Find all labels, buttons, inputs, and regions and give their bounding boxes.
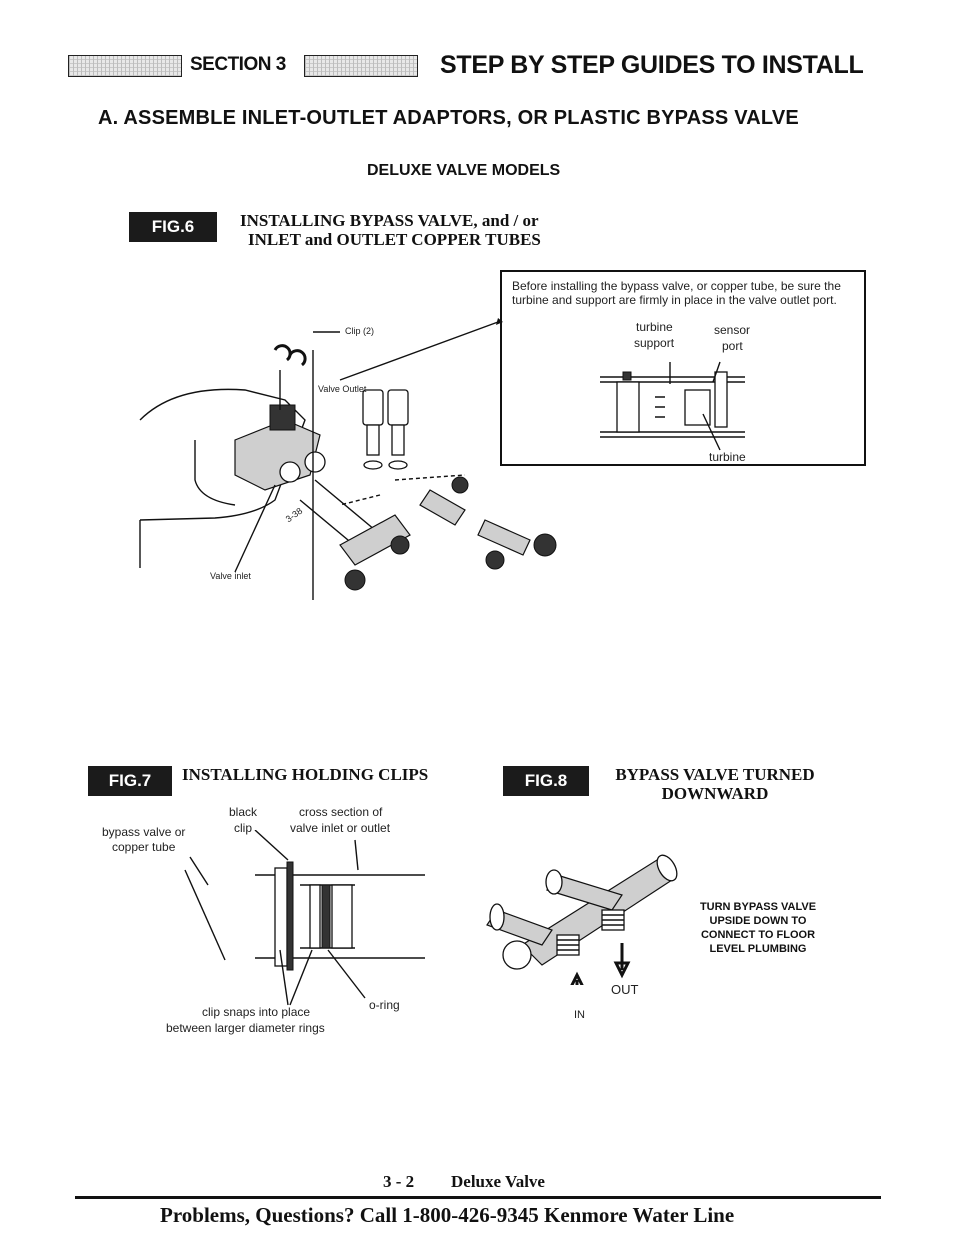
out-label: OUT xyxy=(611,982,639,997)
fig8-caption-line1: BYPASS VALVE TURNED xyxy=(615,765,815,784)
bypass-label-1: bypass valve or xyxy=(102,825,186,839)
fig8-note-line2: UPSIDE DOWN TO xyxy=(709,915,807,927)
turbine-support-label-2: support xyxy=(634,336,675,350)
help-line: Problems, Questions? Call 1-800-426-9345… xyxy=(160,1203,735,1227)
sensor-port-label-1: sensor xyxy=(714,323,751,337)
turbine-cross-section xyxy=(600,361,745,451)
clip-snaps-label-1: clip snaps into place xyxy=(202,1005,311,1019)
fig6-caption-line2: INLET and OUTLET COPPER TUBES xyxy=(248,230,541,249)
valve-outlet-label: Valve Outlet xyxy=(318,384,367,394)
page-reference: 3 - 2 xyxy=(383,1172,415,1191)
bypass-valve-illustration xyxy=(486,854,678,985)
fig7-caption: INSTALLING HOLDING CLIPS xyxy=(182,765,429,784)
bypass-label-2: copper tube xyxy=(112,840,176,854)
fig6-tag: FIG.6 xyxy=(129,212,217,242)
turbine-note-box xyxy=(500,270,866,466)
fig8-note-line1: TURN BYPASS VALVE xyxy=(699,901,817,913)
sensor-port-label-2: port xyxy=(722,339,743,353)
fig8-tag: FIG.8 xyxy=(503,766,589,796)
clip-label: Clip (2) xyxy=(345,326,375,336)
fig8-caption-line2: DOWNWARD xyxy=(661,784,769,803)
turbine-note-text: Before installing the bypass valve, or c… xyxy=(512,279,841,307)
in-label: IN xyxy=(574,1009,585,1021)
fig6-valve-illustration xyxy=(139,318,557,600)
fig8-note: TURN BYPASS VALVE UPSIDE DOWN TO CONNECT… xyxy=(684,900,832,956)
valve-inlet-label: Valve inlet xyxy=(210,571,251,581)
fig8-note-line4: LEVEL PLUMBING xyxy=(709,943,807,955)
black-clip-label-2: clip xyxy=(234,821,253,835)
fig6-caption-line1: INSTALLING BYPASS VALVE, and / or xyxy=(240,211,539,230)
cross-section-label-1: cross section of xyxy=(299,805,383,819)
footer-rule xyxy=(75,1196,881,1199)
turbine-label: turbine xyxy=(709,450,746,464)
section-label: SECTION 3 xyxy=(190,54,286,75)
section-subtitle: A. ASSEMBLE INLET-OUTLET ADAPTORS, OR PL… xyxy=(98,107,799,129)
page-title: STEP BY STEP GUIDES TO INSTALL xyxy=(440,51,864,79)
holding-clip-cross-section xyxy=(184,830,425,1006)
black-clip-label-1: black xyxy=(229,805,258,819)
section-hatch-left xyxy=(68,55,182,77)
fig7-tag: FIG.7 xyxy=(88,766,172,796)
clip-snaps-label-2: between larger diameter rings xyxy=(166,1021,325,1035)
models-heading: DELUXE VALVE MODELS xyxy=(367,162,561,179)
cross-section-label-2: valve inlet or outlet xyxy=(290,821,391,835)
fig8-note-line3: CONNECT TO FLOOR xyxy=(700,929,816,941)
turbine-support-label-1: turbine xyxy=(636,320,673,334)
section-hatch-right xyxy=(304,55,418,77)
oring-label: o-ring xyxy=(369,998,400,1012)
page-name: Deluxe Valve xyxy=(451,1172,545,1191)
